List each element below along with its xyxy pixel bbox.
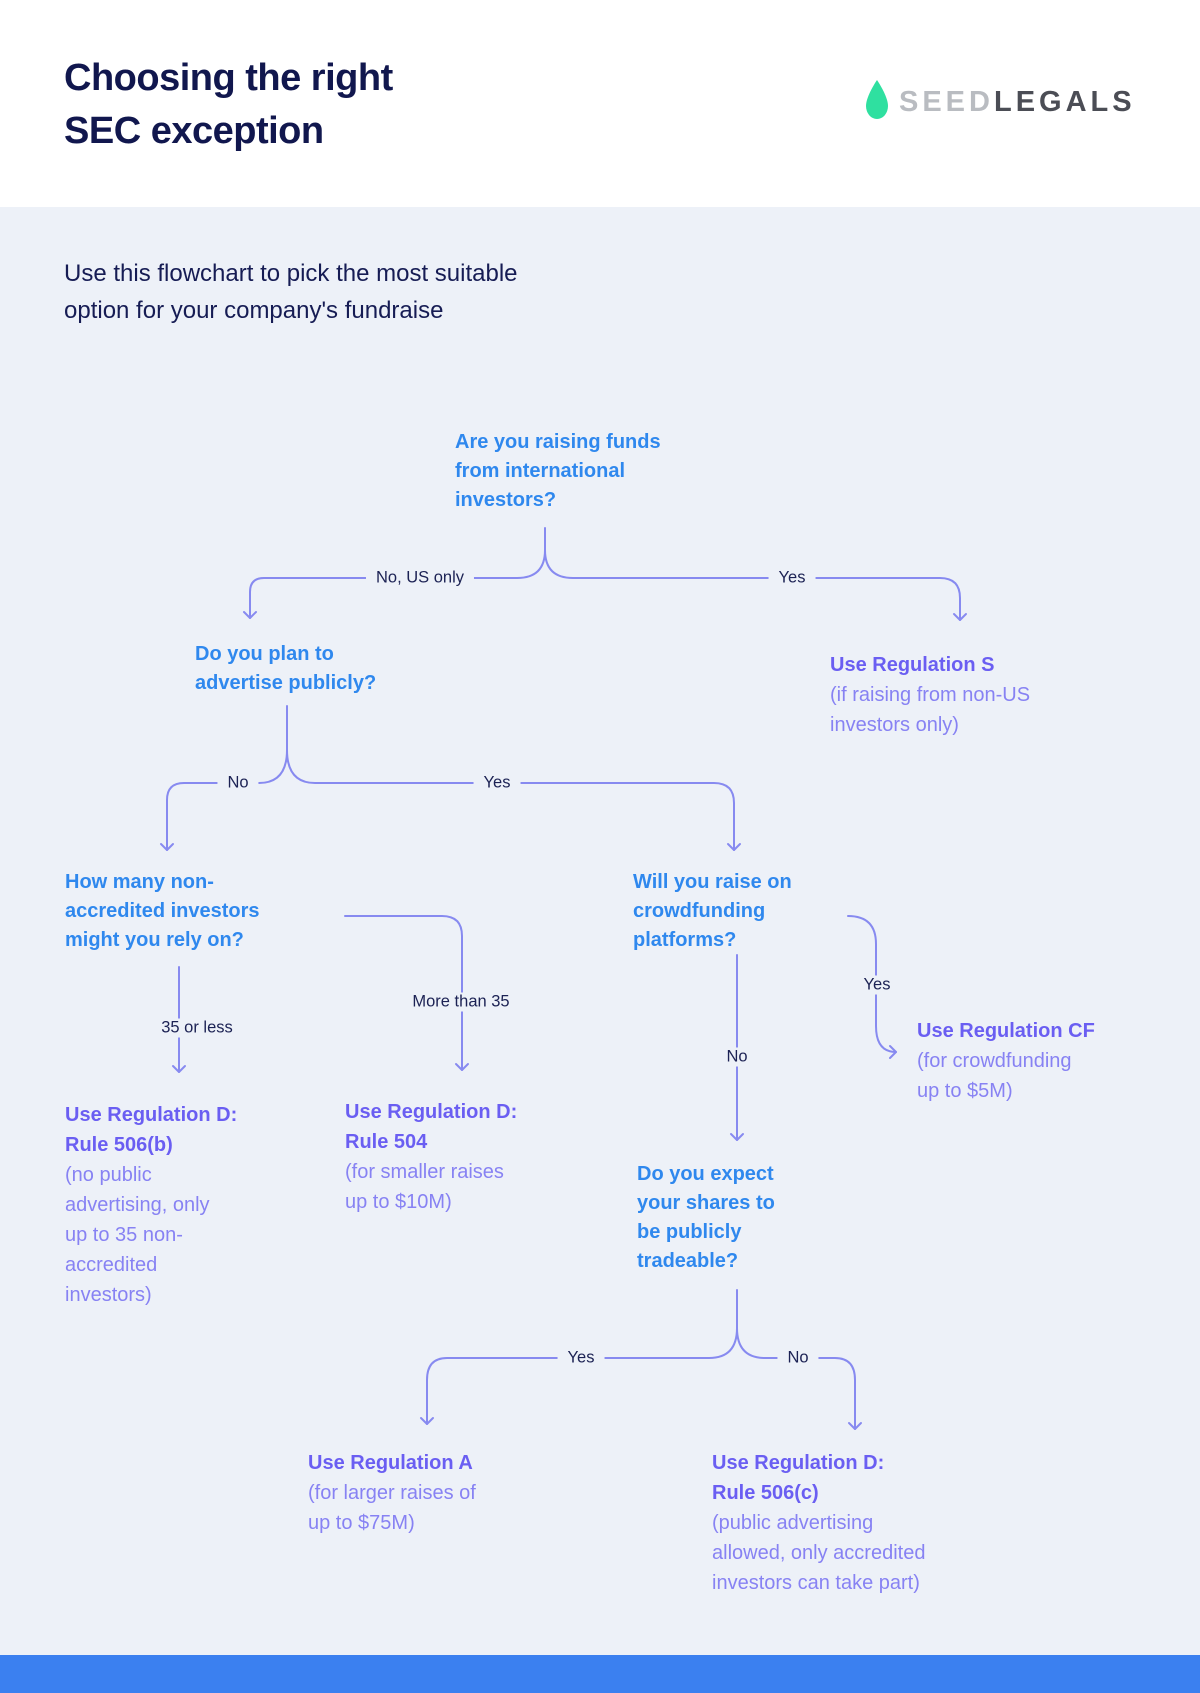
result-heading: Use Regulation D: Rule 504: [345, 1097, 517, 1157]
connector-q5-no: [736, 1327, 862, 1430]
result-body-line: (no public: [65, 1164, 152, 1186]
result-heading: Use Regulation A: [308, 1448, 476, 1478]
branch-label-no: No: [777, 1348, 819, 1368]
branch-label-no: No: [716, 1047, 758, 1067]
result-regulation-d-504: Use Regulation D: Rule 504 (for smaller …: [345, 1097, 517, 1217]
question-line: Do you plan to: [195, 643, 334, 665]
question-line: your shares to: [637, 1192, 775, 1214]
footer-accent-bar: [0, 1655, 1200, 1693]
question-line: tradeable?: [637, 1250, 739, 1272]
result-regulation-a: Use Regulation A (for larger raises of u…: [308, 1448, 476, 1538]
page-title-line1: Choosing the right: [64, 57, 393, 99]
logo-legals-text: LEGALS: [993, 86, 1136, 118]
result-body-line: investors can take part): [712, 1572, 920, 1594]
result-description: (for smaller raises up to $10M): [345, 1157, 517, 1217]
connector-q1-yes: [544, 549, 967, 621]
question-international-investors: Are you raising funds from international…: [455, 428, 661, 515]
question-line: crowdfunding: [633, 900, 766, 922]
result-body-line: (for larger raises of: [308, 1482, 476, 1504]
question-advertise-publicly: Do you plan to advertise publicly?: [195, 640, 376, 698]
logo-seed-text: SEED: [899, 86, 994, 118]
result-description: (for larger raises of up to $75M): [308, 1478, 476, 1538]
intro-line1: Use this flowchart to pick the most suit…: [64, 260, 518, 287]
question-publicly-tradeable: Do you expect your shares to be publicly…: [637, 1160, 775, 1276]
question-line: How many non-: [65, 871, 214, 893]
question-non-accredited-investors: How many non- accredited investors might…: [65, 868, 260, 955]
branch-label-yes: Yes: [473, 773, 521, 793]
branch-label-35-or-less: 35 or less: [151, 1018, 243, 1038]
branch-label-no: No: [217, 773, 259, 793]
result-heading-line: Use Regulation D:: [345, 1101, 518, 1123]
question-line: Will you raise on: [633, 871, 792, 893]
result-body-line: (for smaller raises: [345, 1161, 504, 1183]
result-body-line: investors only): [830, 714, 959, 736]
branch-label-no-us-only: No, US only: [365, 568, 475, 588]
result-description: (if raising from non-US investors only): [830, 680, 1030, 740]
seedlegals-logo: SEEDLEGALS: [866, 80, 1136, 125]
result-heading-line: Use Regulation S: [830, 654, 995, 676]
result-body-line: advertising, only: [65, 1194, 210, 1216]
result-body-line: (if raising from non-US: [830, 684, 1031, 706]
result-heading: Use Regulation D: Rule 506(b): [65, 1100, 237, 1160]
question-line: Are you raising funds: [455, 431, 661, 453]
result-body-line: up to $75M): [308, 1512, 415, 1534]
result-heading-line: Use Regulation D:: [65, 1104, 238, 1126]
page-title-line2: SEC exception: [64, 110, 324, 152]
result-regulation-s: Use Regulation S (if raising from non-US…: [830, 650, 1030, 740]
result-heading-line: Rule 504: [345, 1131, 428, 1153]
result-description: (public advertising allowed, only accred…: [712, 1508, 925, 1598]
seedlegals-wordmark: SEEDLEGALS: [899, 86, 1136, 119]
result-body-line: investors): [65, 1284, 152, 1306]
result-heading: Use Regulation S: [830, 650, 1030, 680]
result-description: (no public advertising, only up to 35 no…: [65, 1160, 237, 1310]
result-heading-line: Use Regulation A: [308, 1452, 473, 1474]
result-description: (for crowdfunding up to $5M): [917, 1046, 1095, 1106]
result-heading: Use Regulation CF: [917, 1016, 1095, 1046]
question-line: from international: [455, 460, 626, 482]
question-line: be publicly: [637, 1221, 742, 1243]
result-regulation-d-506c: Use Regulation D: Rule 506(c) (public ad…: [712, 1448, 925, 1598]
branch-label-more-than-35: More than 35: [402, 992, 520, 1012]
result-body-line: (public advertising: [712, 1512, 874, 1534]
question-line: might you rely on?: [65, 929, 244, 951]
result-body-line: up to 35 non-: [65, 1224, 183, 1246]
header: Choosing the right SEC exception SEEDLEG…: [0, 0, 1200, 207]
intro-text: Use this flowchart to pick the most suit…: [64, 255, 518, 329]
question-line: investors?: [455, 489, 557, 511]
page-title: Choosing the right SEC exception: [64, 52, 393, 158]
question-line: accredited investors: [65, 900, 260, 922]
result-heading: Use Regulation D: Rule 506(c): [712, 1448, 925, 1508]
result-body-line: up to $10M): [345, 1191, 452, 1213]
question-line: Do you expect: [637, 1163, 774, 1185]
seedlegals-drop-icon: [866, 80, 888, 125]
branch-label-yes: Yes: [557, 1348, 605, 1368]
question-crowdfunding-platforms: Will you raise on crowdfunding platforms…: [633, 868, 792, 955]
result-regulation-d-506b: Use Regulation D: Rule 506(b) (no public…: [65, 1100, 237, 1310]
result-heading-line: Use Regulation D:: [712, 1452, 885, 1474]
result-regulation-cf: Use Regulation CF (for crowdfunding up t…: [917, 1016, 1095, 1106]
result-body-line: up to $5M): [917, 1080, 1013, 1102]
result-heading-line: Use Regulation CF: [917, 1020, 1095, 1042]
result-heading-line: Rule 506(c): [712, 1482, 819, 1504]
result-body-line: (for crowdfunding: [917, 1050, 1072, 1072]
result-body-line: accredited: [65, 1254, 158, 1276]
question-line: platforms?: [633, 929, 737, 951]
result-body-line: allowed, only accredited: [712, 1542, 926, 1564]
intro-line2: option for your company's fundraise: [64, 297, 444, 324]
result-heading-line: Rule 506(b): [65, 1134, 173, 1156]
branch-label-yes: Yes: [768, 568, 816, 588]
connector-q2-yes: [286, 749, 741, 851]
branch-label-yes: Yes: [853, 975, 901, 995]
question-line: advertise publicly?: [195, 672, 377, 694]
